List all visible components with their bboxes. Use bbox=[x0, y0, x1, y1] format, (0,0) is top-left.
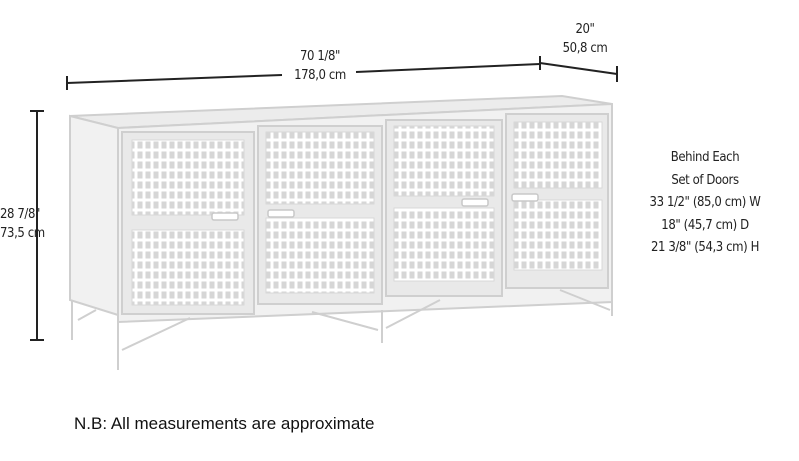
interior-height: 21 3/8" (54,3 cm) H bbox=[650, 240, 760, 255]
height-label: 28 7/8" 73,5 cm bbox=[0, 205, 50, 243]
depth-imperial: 20" bbox=[575, 22, 595, 37]
depth-dimension-line bbox=[539, 62, 618, 82]
width-imperial: 70 1/8" bbox=[300, 49, 340, 64]
depth-metric: 50,8 cm bbox=[562, 41, 608, 56]
width-metric: 178,0 cm bbox=[294, 68, 346, 83]
interior-width: 33 1/2" (85,0 cm) W bbox=[649, 195, 761, 210]
height-dimension-line bbox=[30, 110, 44, 341]
interior-heading-1: Behind Each bbox=[670, 150, 740, 165]
width-dimension-line bbox=[66, 56, 541, 90]
width-label: 70 1/8" 178,0 cm bbox=[280, 47, 360, 85]
interior-depth: 18" (45,7 cm) D bbox=[661, 217, 749, 233]
depth-label: 20" 50,8 cm bbox=[545, 20, 625, 58]
height-metric: 73,5 cm bbox=[0, 226, 45, 241]
approximate-note: N.B: All measurements are approximate bbox=[74, 414, 375, 433]
interior-dimensions: Behind Each Set of Doors 33 1/2" (85,0 c… bbox=[625, 147, 785, 260]
cabinet bbox=[69, 94, 613, 370]
height-imperial: 28 7/8" bbox=[0, 207, 40, 222]
interior-heading-2: Set of Doors bbox=[671, 172, 739, 188]
